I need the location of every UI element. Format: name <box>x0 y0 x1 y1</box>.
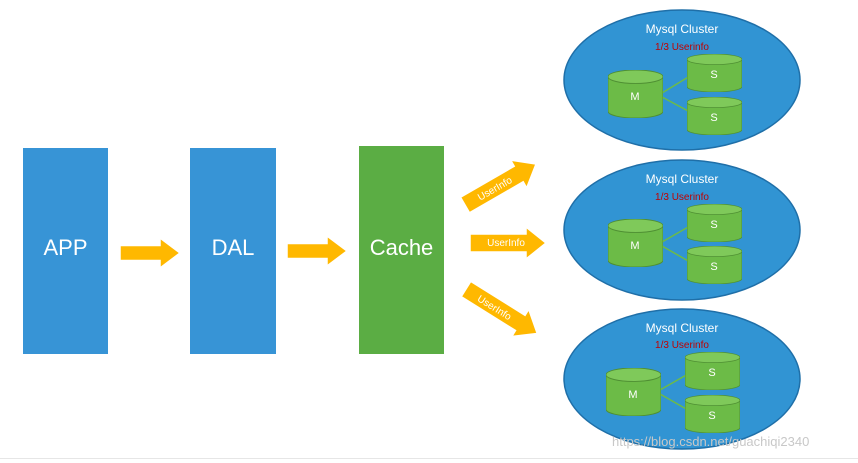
master-label: M <box>630 240 639 252</box>
mysql-cluster-1: Mysql Cluster 1/3 Userinfo M S S <box>563 9 801 151</box>
userinfo-arrow-middle: UserInfo <box>469 225 548 261</box>
cluster-title: Mysql Cluster <box>646 22 719 36</box>
cluster-title: Mysql Cluster <box>646 172 719 186</box>
app-box: APP <box>23 148 108 354</box>
slave-db-icon: S <box>685 395 740 433</box>
cluster-subtitle: 1/3 Userinfo <box>655 340 709 351</box>
slave-db-icon: S <box>687 246 742 284</box>
watermark-url: https://blog.csdn.net/guachiqi2340 <box>612 434 810 449</box>
dal-box: DAL <box>190 148 276 354</box>
slave-db-icon: S <box>687 204 742 242</box>
arrow-app-to-dal <box>120 238 180 268</box>
mysql-cluster-2: Mysql Cluster 1/3 Userinfo M S S <box>563 159 801 301</box>
cache-box: Cache <box>359 146 444 354</box>
slave-label: S <box>708 410 715 422</box>
userinfo-arrow-bottom: UserInfo <box>460 280 539 338</box>
arrow-dal-to-cache <box>287 236 347 266</box>
slave-label: S <box>710 69 717 81</box>
divider <box>0 458 858 459</box>
cache-label: Cache <box>370 235 434 260</box>
master-db-icon: M <box>608 219 663 267</box>
slave-label: S <box>708 367 715 379</box>
slave-label: S <box>710 112 717 124</box>
dal-label: DAL <box>212 235 255 260</box>
userinfo-label-middle: UserInfo <box>487 238 525 249</box>
master-db-icon: M <box>606 368 661 416</box>
cluster-title: Mysql Cluster <box>646 321 719 335</box>
cluster-subtitle: 1/3 Userinfo <box>655 42 709 53</box>
slave-label: S <box>710 261 717 273</box>
master-db-icon: M <box>608 70 663 118</box>
cluster-subtitle: 1/3 Userinfo <box>655 192 709 203</box>
mysql-cluster-3: Mysql Cluster 1/3 Userinfo M S S <box>563 308 801 450</box>
slave-db-icon: S <box>687 97 742 135</box>
slave-db-icon: S <box>685 352 740 390</box>
slave-db-icon: S <box>687 54 742 92</box>
app-label: APP <box>43 235 87 260</box>
userinfo-arrow-top: UserInfo <box>459 159 538 214</box>
master-label: M <box>630 91 639 103</box>
master-label: M <box>628 389 637 401</box>
slave-label: S <box>710 219 717 231</box>
